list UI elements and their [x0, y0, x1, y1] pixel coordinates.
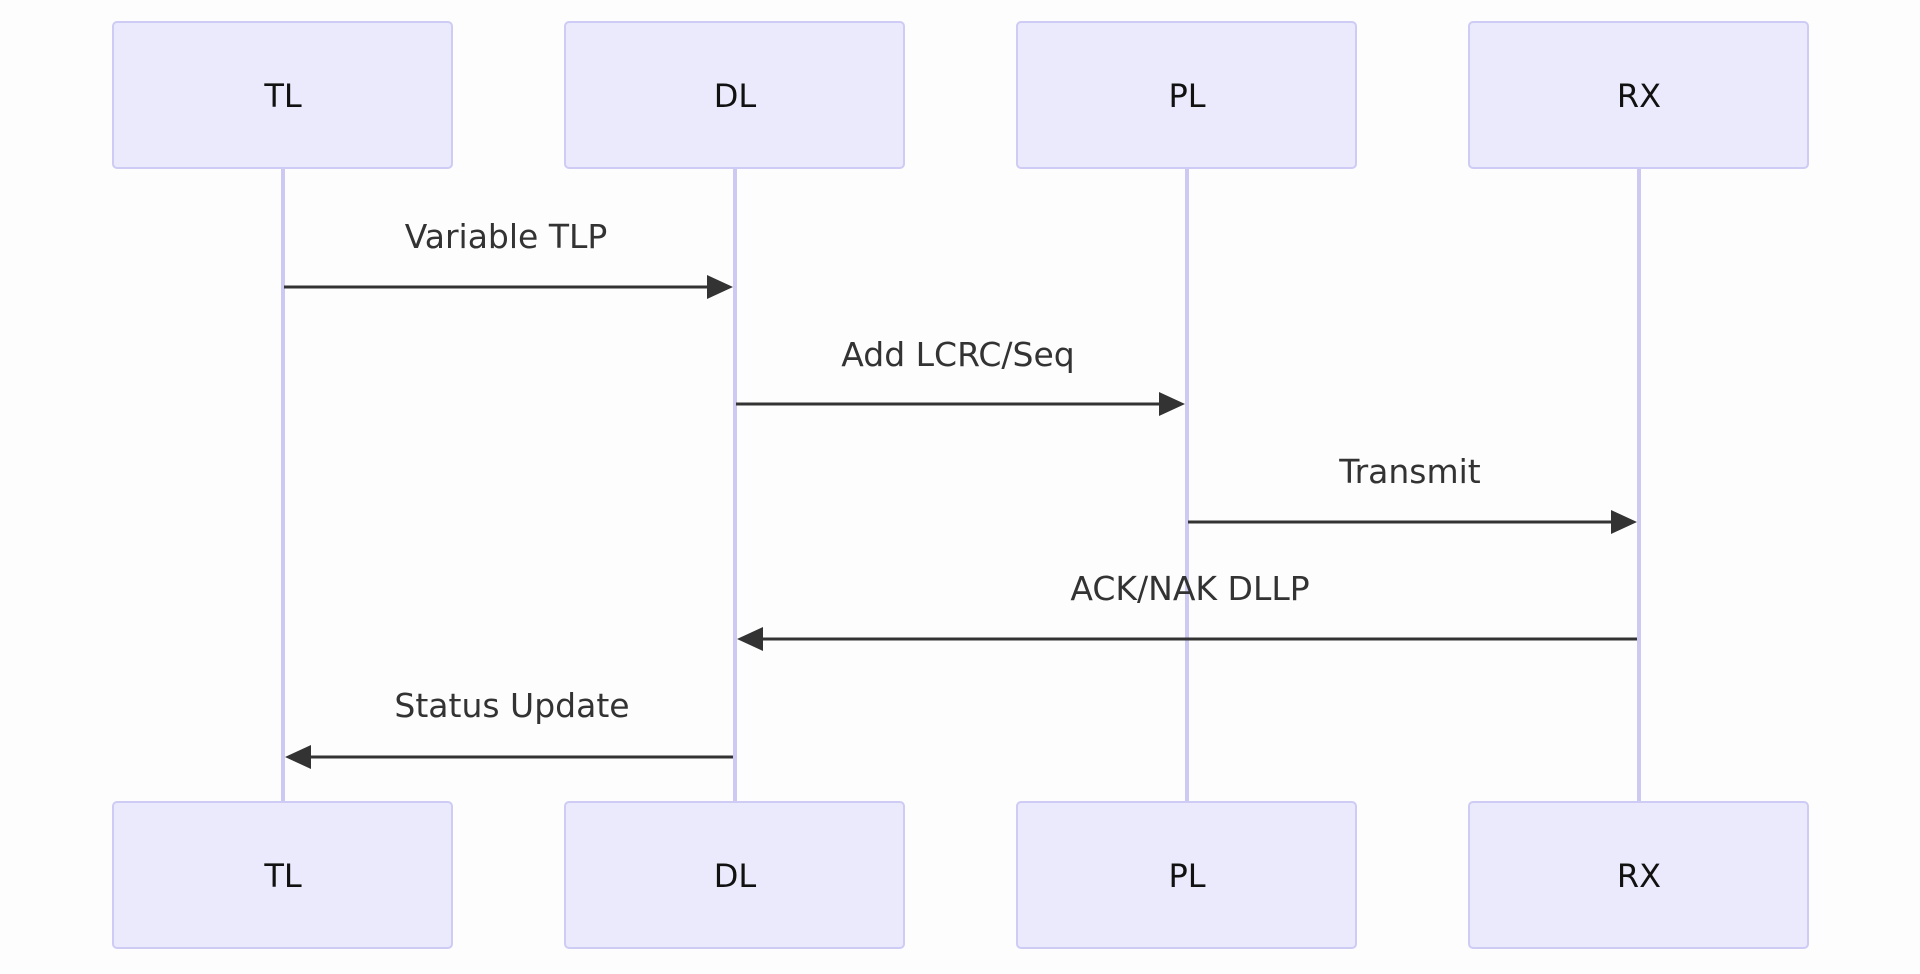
message-label: Variable TLP [405, 217, 608, 256]
actor-label: TL [263, 857, 302, 895]
actor-top-tl[interactable]: TL [112, 21, 453, 169]
message-add-lcrc-seq: Add LCRC/Seq [736, 335, 1185, 416]
message-status-update: Status Update [285, 686, 733, 769]
actor-top-rx[interactable]: RX [1468, 21, 1809, 169]
lifelines [281, 168, 1641, 802]
messages: Variable TLP Add LCRC/Seq Transmit ACK/N… [284, 217, 1637, 769]
actor-bottom-rx[interactable]: RX [1468, 801, 1809, 949]
actor-top-pl[interactable]: PL [1016, 21, 1357, 169]
arrow-head-icon [1611, 510, 1637, 534]
actor-bottom-pl[interactable]: PL [1016, 801, 1357, 949]
actor-top-dl[interactable]: DL [564, 21, 905, 169]
arrow-head-icon [707, 275, 733, 299]
actor-label: TL [263, 77, 302, 115]
actor-box [564, 21, 905, 169]
actor-label: RX [1617, 857, 1661, 895]
message-label: Transmit [1338, 452, 1481, 491]
message-transmit: Transmit [1188, 452, 1637, 534]
actor-label: RX [1617, 77, 1661, 115]
actor-label: PL [1168, 857, 1205, 895]
arrow-head-icon [285, 745, 311, 769]
message-label: ACK/NAK DLLP [1070, 569, 1309, 608]
actor-label: PL [1168, 77, 1205, 115]
actor-box [1016, 801, 1357, 949]
actor-box [1468, 801, 1809, 949]
actor-box [564, 801, 905, 949]
actor-bottom-tl[interactable]: TL [112, 801, 453, 949]
actor-box [112, 21, 453, 169]
actor-box [112, 801, 453, 949]
message-variable-tlp: Variable TLP [284, 217, 733, 299]
arrow-head-icon [737, 627, 763, 651]
actor-box [1468, 21, 1809, 169]
actor-label: DL [714, 77, 757, 115]
top-actors: TL DL PL RX [112, 21, 1809, 169]
bottom-actors: TL DL PL RX [112, 801, 1809, 949]
actor-bottom-dl[interactable]: DL [564, 801, 905, 949]
message-ack-nak-dllp: ACK/NAK DLLP [737, 569, 1637, 651]
actor-box [1016, 21, 1357, 169]
message-label: Status Update [394, 686, 629, 725]
message-label: Add LCRC/Seq [841, 335, 1074, 374]
actor-label: DL [714, 857, 757, 895]
arrow-head-icon [1159, 392, 1185, 416]
